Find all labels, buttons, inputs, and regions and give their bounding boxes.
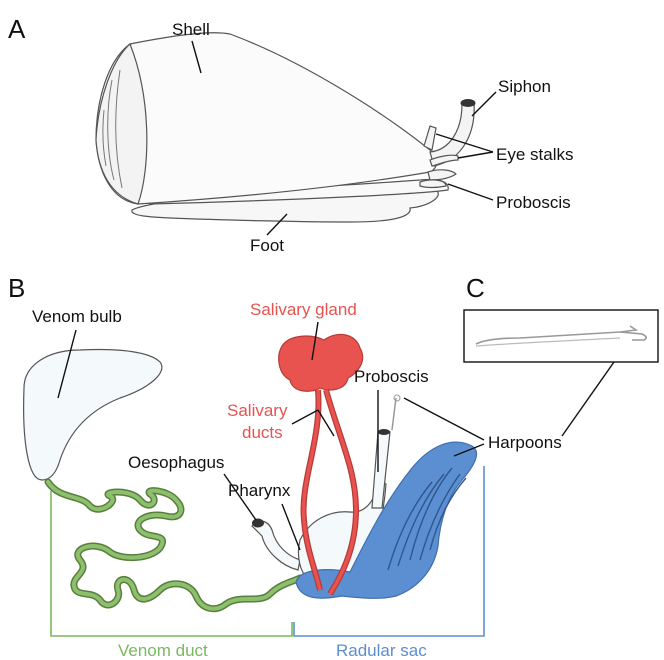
label-venom-bulb: Venom bulb (32, 307, 122, 326)
label-salivary-ducts-1: Salivary (227, 401, 288, 420)
label-shell: Shell (172, 20, 210, 39)
label-pharynx: Pharynx (228, 481, 291, 500)
panel-letter-c: C (466, 273, 485, 303)
label-venom-duct: Venom duct (118, 641, 208, 660)
label-radular-sac: Radular sac (336, 641, 427, 660)
snail-eye-stalk-upper (424, 126, 436, 150)
leader-proboscis-a (448, 184, 493, 200)
snail-proboscis (428, 170, 456, 180)
label-salivary-ducts-2: ducts (242, 423, 283, 442)
leader-eye-stalk-lower (458, 152, 493, 158)
leader-harpoons-proboscis (404, 398, 484, 440)
venom-duct-bracket (51, 491, 292, 636)
label-proboscis-a: Proboscis (496, 193, 571, 212)
snail-proboscis-tip (420, 180, 446, 188)
panel-letter-a: A (8, 14, 26, 44)
label-eye-stalks: Eye stalks (496, 145, 573, 164)
panel-letter-b: B (8, 273, 25, 303)
label-salivary-gland: Salivary gland (250, 300, 357, 319)
label-proboscis-b: Proboscis (354, 367, 429, 386)
leader-siphon (472, 92, 496, 116)
proboscis-b (372, 432, 390, 508)
harpoon-tip-small (394, 395, 400, 401)
leader-salivary-duct-1 (292, 410, 318, 424)
leader-pharynx (282, 504, 300, 550)
label-siphon: Siphon (498, 77, 551, 96)
oesophagus-opening (252, 519, 264, 528)
proboscis-b-tip (378, 429, 390, 435)
label-foot: Foot (250, 236, 284, 255)
label-harpoons: Harpoons (488, 433, 562, 452)
oesophagus (252, 521, 300, 570)
snail-shell (96, 33, 437, 204)
salivary-gland (279, 334, 363, 391)
leader-harpoons-c (562, 362, 614, 436)
snail-siphon-opening (461, 100, 475, 107)
harpoon-in-proboscis (392, 398, 396, 430)
snail-illustration (96, 33, 475, 222)
label-oesophagus: Oesophagus (128, 453, 224, 472)
